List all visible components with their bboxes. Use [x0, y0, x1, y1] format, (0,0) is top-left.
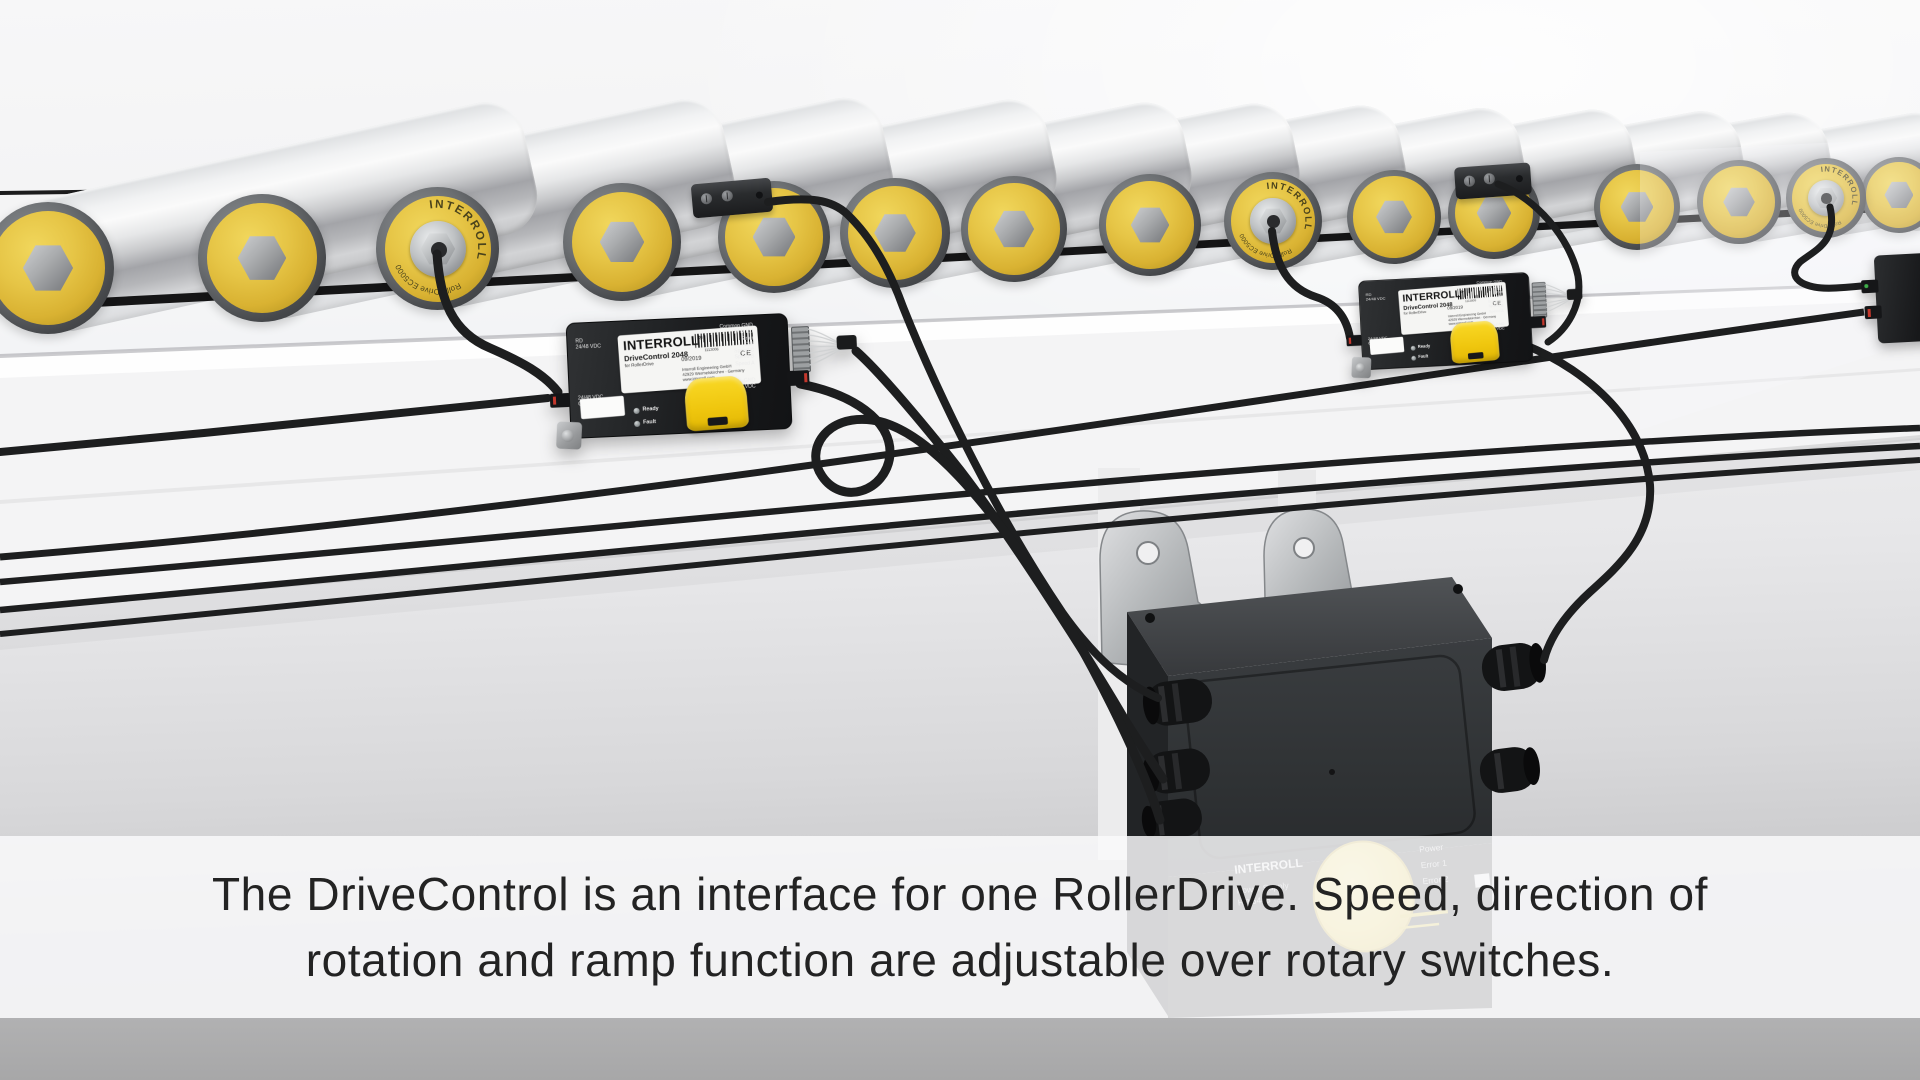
signal-cable-stub [836, 334, 857, 350]
caption-line-2: rotation and ramp function are adjustabl… [305, 934, 1615, 986]
sensor-box-right [1453, 162, 1533, 200]
barcode-number: 1113006 [704, 347, 719, 353]
roller-cap [1860, 156, 1920, 234]
date-code: 09/2019 [1447, 305, 1464, 312]
screw-icon [1463, 175, 1476, 188]
roller-cap [961, 176, 1067, 282]
roller-cap [1697, 160, 1781, 244]
fault-led-label: Fault [1418, 354, 1429, 360]
connector-plug [1861, 279, 1879, 294]
blank-label [1369, 336, 1405, 355]
screw-icon [721, 189, 734, 202]
drivecontrol-3-partial [1861, 252, 1920, 344]
cable-shaft [430, 241, 447, 258]
blank-label [579, 395, 626, 420]
rotary-switch-cover [1449, 319, 1501, 364]
mounting-foot [1351, 356, 1372, 379]
roller-cap [1593, 163, 1681, 251]
rotary-switch-cover [683, 374, 750, 432]
cover-slot [1467, 352, 1484, 360]
barcode-number: 1113006 [1464, 298, 1477, 303]
model-variant: for RollerDrive [624, 361, 655, 369]
signal-cable-stub [1566, 288, 1583, 301]
caption-line-1: The DriveControl is an interface for one… [211, 868, 1709, 920]
model-variant: for RollerDrive [1403, 309, 1427, 316]
rollerdrive-cap: INTERROLL RollerDrive EC5000 [1786, 158, 1866, 238]
cable-shaft [1821, 193, 1832, 204]
cover-slot [707, 416, 729, 427]
sensor-box-left [690, 177, 774, 219]
fault-led-label: Fault [642, 419, 657, 426]
cable-shaft [1267, 215, 1280, 228]
screw-icon [700, 192, 713, 205]
connector-plug [1864, 305, 1883, 320]
roller-cap [840, 178, 950, 288]
rollerdrive-cap: INTERROLL RollerDrive EC5000 [1224, 172, 1322, 270]
roller-cap [563, 183, 681, 301]
mounting-foot [556, 421, 583, 450]
power-plug-left [549, 392, 571, 408]
caption-band: The DriveControl is an interface for one… [0, 836, 1920, 1018]
cable-port [1515, 174, 1524, 183]
ready-led-label: Ready [1417, 344, 1431, 350]
brand-logo: INTERROLL® [622, 332, 703, 354]
roller-cap [1099, 174, 1201, 276]
rollerdrive-cap: INTERROLL RollerDrive EC5000 [376, 187, 500, 311]
roller-cap [0, 201, 115, 335]
power-plug-right [1528, 315, 1547, 329]
power-plug-left [1346, 334, 1363, 347]
cable-port [755, 191, 764, 199]
date-code: 09/2019 [681, 355, 702, 364]
power-plug-right [786, 370, 810, 387]
bottom-strip [0, 1018, 1920, 1080]
ready-led-label: Ready [642, 405, 659, 413]
roller-cap [1346, 169, 1442, 265]
screw-icon [1483, 172, 1496, 185]
roller-cap [198, 194, 326, 322]
